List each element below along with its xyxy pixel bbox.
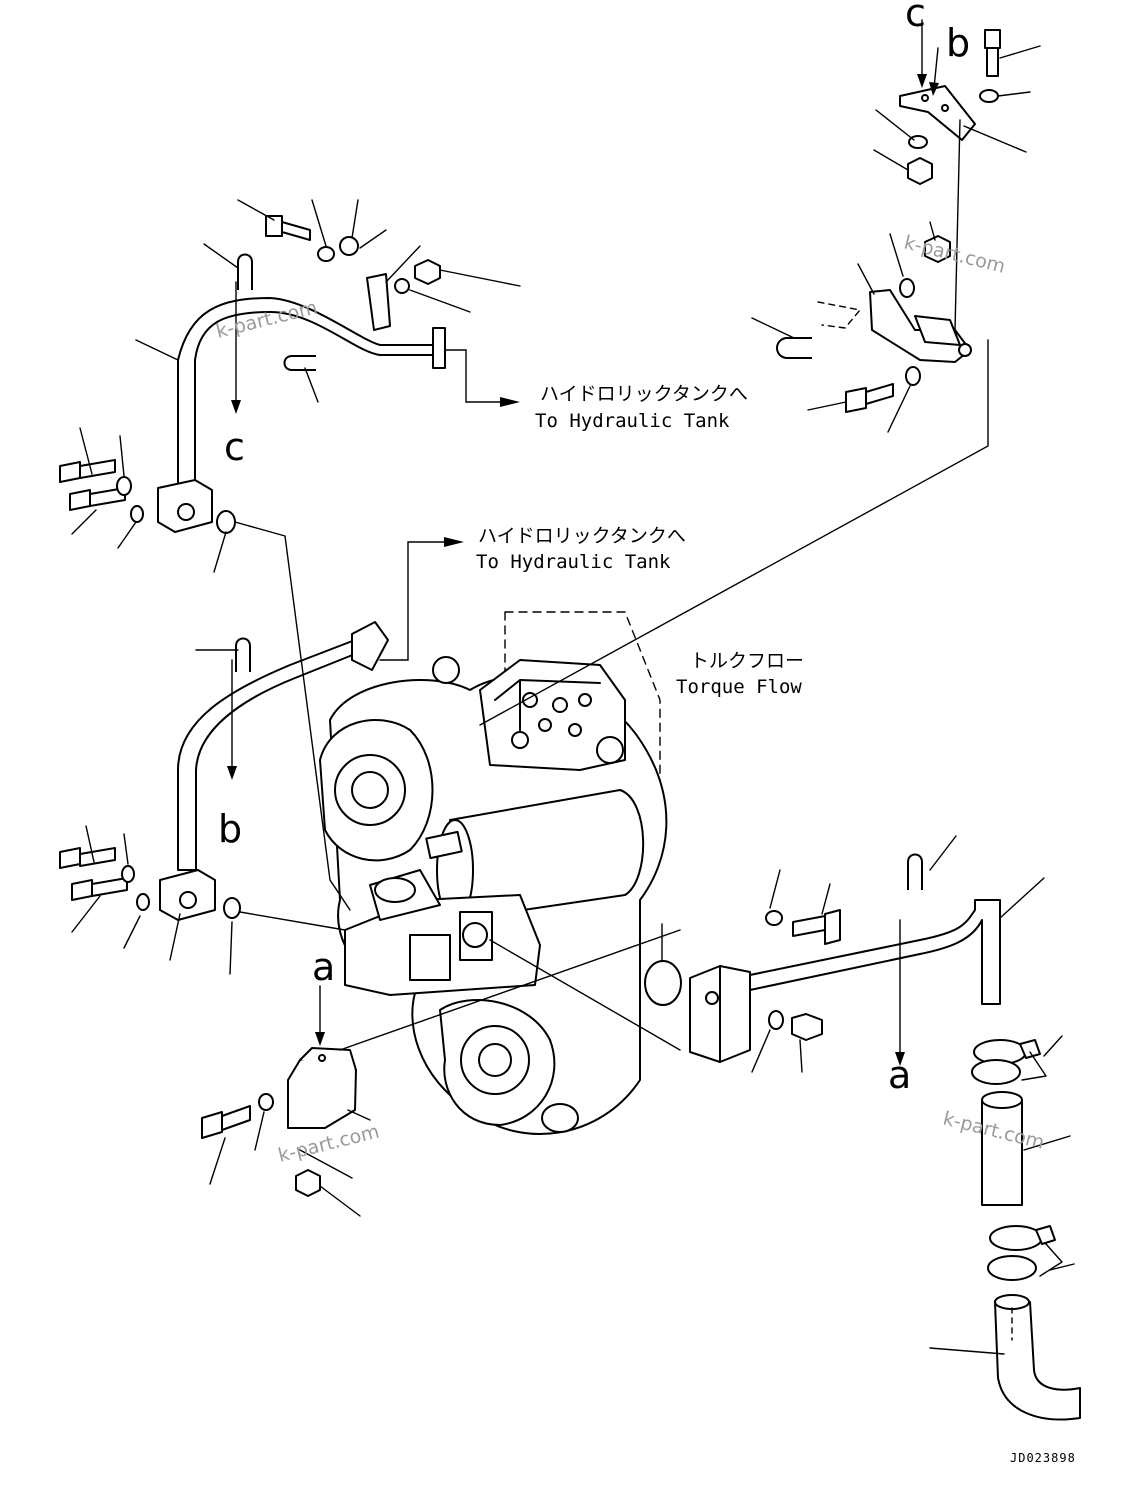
o-ring — [644, 960, 682, 1006]
bottom-left-bracket-assembly — [201, 929, 681, 1217]
mark-b-top: b — [946, 21, 970, 65]
watermark-2: k-part.com — [902, 232, 1008, 278]
middle-left-pipe-assembly — [59, 537, 464, 975]
tank-label-en-middle: To Hydraulic Tank — [476, 551, 671, 573]
torque-flow-label-en: Torque Flow — [676, 676, 802, 698]
mark-c-left: c — [224, 425, 245, 469]
tank-label-en-upper: To Hydraulic Tank — [535, 410, 730, 432]
mark-a-bracket: a — [312, 945, 335, 989]
upper-right-bracket-assembly — [479, 19, 1041, 726]
oring-leader-line — [234, 521, 351, 911]
upper-left-pipe-assembly — [59, 199, 521, 573]
mark-a-pipe: a — [888, 1053, 911, 1097]
mark-c-top: c — [905, 0, 926, 35]
torque-flow-transmission — [319, 611, 668, 1135]
tank-label-jp-middle: ハイドロリックタンクへ — [478, 525, 686, 547]
right-pipe-hose-assembly — [489, 835, 1081, 1421]
o-ring-leader — [239, 911, 663, 961]
tank-label-jp-upper: ハイドロリックタンクへ — [540, 383, 748, 405]
mark-b-left: b — [218, 807, 242, 851]
torque-flow-label-jp: トルクフロー — [690, 650, 804, 672]
drawing-reference-number: JD023898 — [1010, 1451, 1076, 1465]
